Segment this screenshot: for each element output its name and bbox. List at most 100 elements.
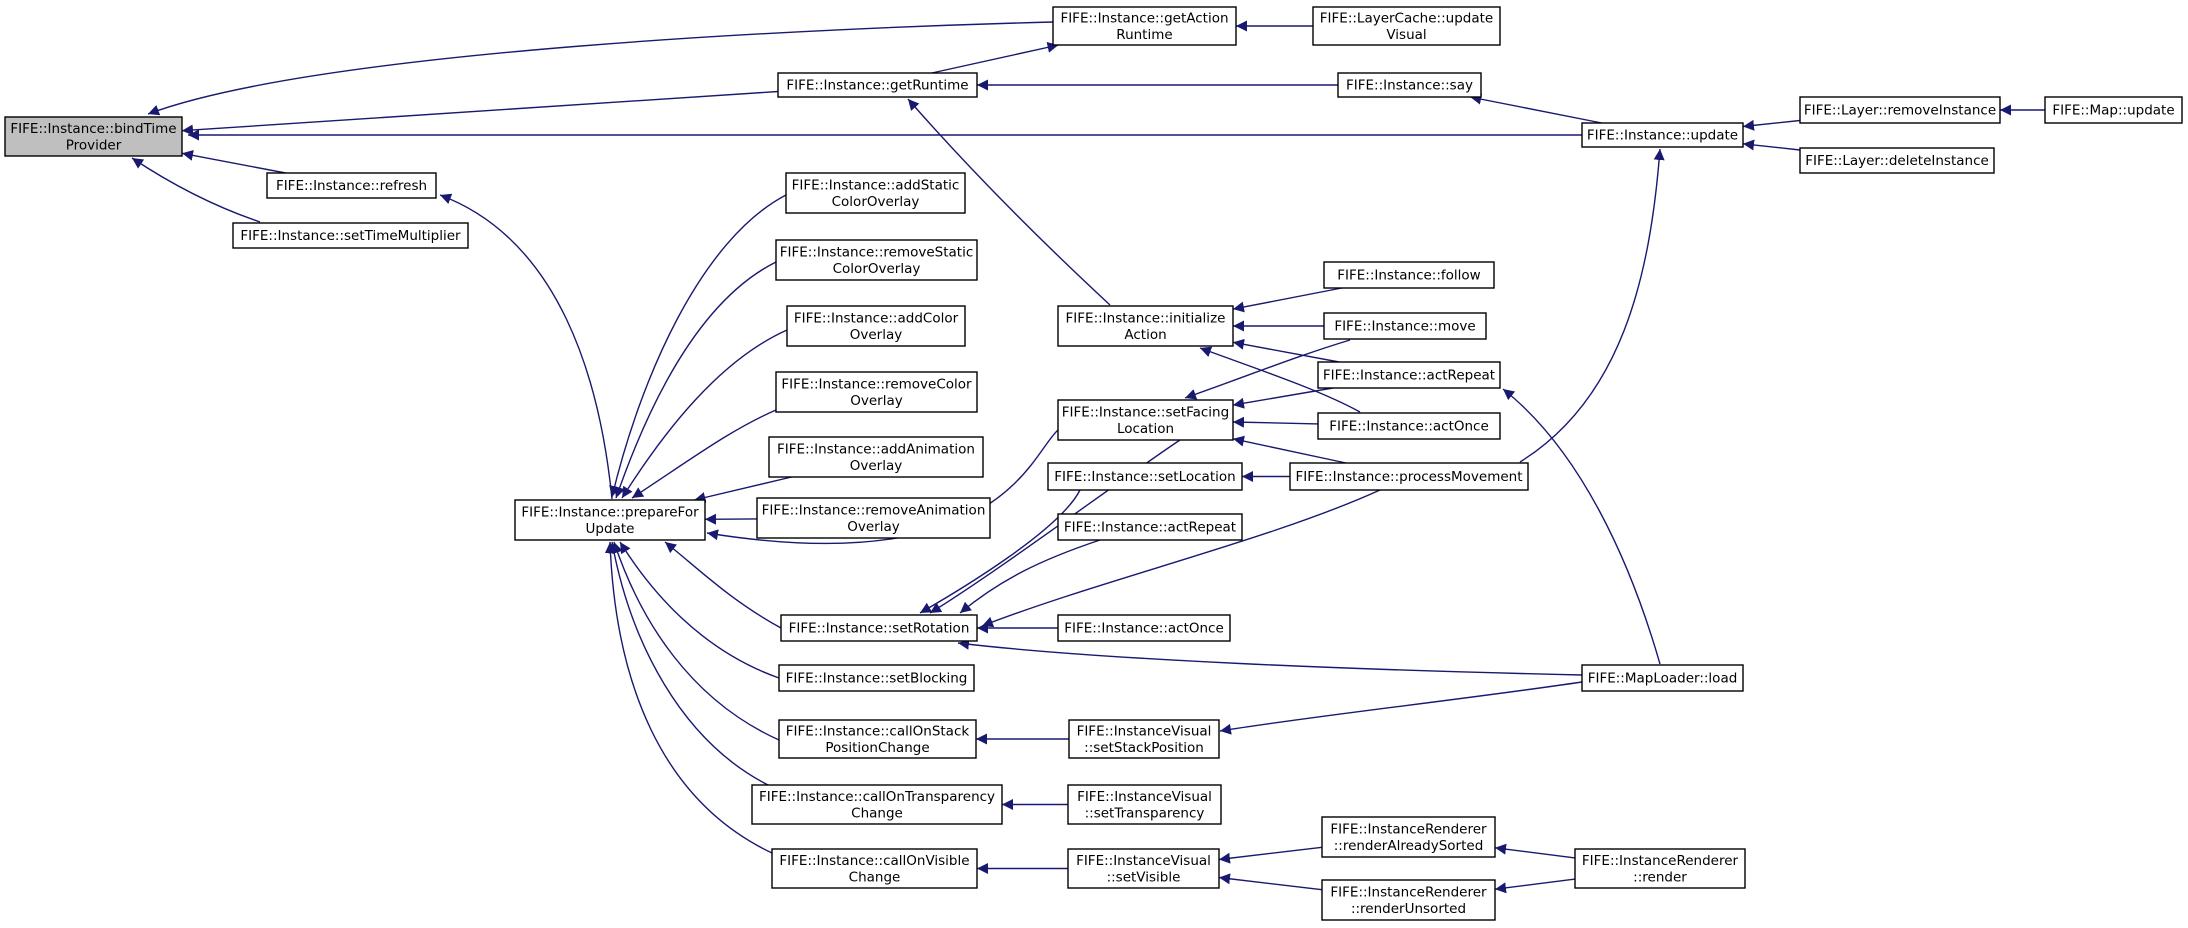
edge-actOnce1-to-initializeAction — [1199, 346, 1361, 413]
edge-arrow — [612, 541, 780, 741]
node-box — [1057, 305, 1234, 347]
node-setTimeMultiplier[interactable]: FIFE::Instance::setTimeMultiplier — [232, 222, 469, 249]
edge-arrow — [619, 541, 780, 679]
node-label-line: PositionChange — [825, 740, 929, 756]
edge-initializeAction-to-getRuntime — [907, 98, 1111, 306]
node-label-line: ::setVisible — [1107, 870, 1181, 886]
node-box — [1067, 784, 1222, 825]
edge-render-to-renderAlreadySorted — [1494, 843, 1576, 859]
node-box — [751, 784, 1003, 825]
node-processMovement[interactable]: FIFE::Instance::processMovement — [1289, 462, 1529, 491]
node-getRuntime[interactable]: FIFE::Instance::getRuntime — [777, 72, 978, 98]
node-label-line: FIFE::Instance::follow — [1337, 268, 1480, 284]
node-refresh[interactable]: FIFE::Instance::refresh — [266, 172, 437, 199]
node-setRotation[interactable]: FIFE::Instance::setRotation — [780, 614, 978, 642]
node-box — [1057, 614, 1231, 642]
node-label-line: FIFE::Instance::processMovement — [1295, 469, 1522, 485]
edge-arrow — [181, 90, 779, 136]
node-label-line: FIFE::Instance::getRuntime — [786, 78, 968, 94]
node-label-line: FIFE::Instance::addStatic — [792, 177, 960, 193]
node-mapUpdate[interactable]: FIFE::Map::update — [2044, 96, 2183, 124]
node-label-line: FIFE::Instance::actRepeat — [1323, 368, 1495, 384]
node-label-line: FIFE::Instance::actOnce — [1064, 621, 1224, 637]
edge-setRotation-to-prepareForUpdate — [664, 541, 782, 629]
node-box — [1067, 848, 1220, 889]
node-renderAlreadySorted[interactable]: FIFE::InstanceRenderer::renderAlreadySor… — [1321, 816, 1496, 858]
edge-arrow — [1742, 119, 1801, 131]
node-render[interactable]: FIFE::InstanceRenderer::render — [1574, 848, 1746, 889]
edge-removeStaticColorOverlay-to-prepareForUpdate — [614, 261, 777, 499]
node-setTransparency[interactable]: FIFE::InstanceVisual::setTransparency — [1067, 784, 1222, 825]
node-label-line: ::render — [1633, 870, 1687, 886]
node-setStackPosition[interactable]: FIFE::InstanceVisual::setStackPosition — [1068, 719, 1220, 759]
node-follow[interactable]: FIFE::Instance::follow — [1323, 261, 1495, 289]
node-setVisible[interactable]: FIFE::InstanceVisual::setVisible — [1067, 848, 1220, 889]
node-label-line: FIFE::Instance::prepareFor — [521, 505, 699, 521]
node-box — [1317, 361, 1501, 389]
node-label-line: FIFE::Instance::addAnimation — [777, 441, 975, 457]
node-box — [778, 664, 975, 692]
node-label-line: FIFE::InstanceVisual — [1076, 853, 1211, 869]
node-actOnce1[interactable]: FIFE::Instance::actOnce — [1317, 412, 1501, 440]
node-callOnStackPositionChange[interactable]: FIFE::Instance::callOnStackPositionChang… — [778, 719, 977, 759]
node-box — [771, 848, 978, 889]
node-label-line: FIFE::Instance::removeAnimation — [762, 503, 986, 519]
edge-processMovement-to-setRotation — [981, 489, 1381, 628]
node-label-line: FIFE::Instance::setTimeMultiplier — [240, 228, 461, 244]
edge-getRuntime-to-getActionRuntime — [931, 42, 1059, 74]
node-box — [785, 172, 966, 214]
node-box — [775, 371, 978, 413]
node-move[interactable]: FIFE::Instance::move — [1323, 312, 1487, 340]
edge-getRuntime-to-bindTimeProvider — [181, 90, 779, 136]
node-update[interactable]: FIFE::Instance::update — [1581, 122, 1744, 148]
node-setBlocking[interactable]: FIFE::Instance::setBlocking — [778, 664, 975, 692]
node-box — [1337, 72, 1482, 98]
node-label-line: FIFE::InstanceRenderer — [1330, 822, 1487, 838]
node-say[interactable]: FIFE::Instance::say — [1337, 72, 1482, 98]
node-box — [1312, 6, 1501, 46]
node-setLocation[interactable]: FIFE::Instance::setLocation — [1047, 462, 1243, 491]
node-label-line: FIFE::Instance::addColor — [794, 310, 959, 326]
nodes: FIFE::Instance::bindTimeProviderFIFE::In… — [4, 6, 2183, 921]
node-mapLoaderLoad[interactable]: FIFE::MapLoader::load — [1581, 664, 1744, 692]
edge-arrow — [907, 98, 1111, 306]
edge-prepareForUpdate-to-refresh — [439, 193, 613, 500]
node-label-line: Visual — [1386, 27, 1426, 43]
node-box — [1317, 412, 1501, 440]
node-label-line: FIFE::Instance::update — [1587, 128, 1738, 144]
node-label-line: Provider — [66, 137, 122, 153]
edge-callOnVisibleChange-to-prepareForUpdate — [604, 541, 773, 854]
node-box — [768, 436, 984, 478]
edge-arrow — [1218, 846, 1323, 864]
edge-arrow — [1232, 287, 1342, 313]
node-layerRemoveInstance[interactable]: FIFE::Layer::removeInstance — [1799, 96, 2001, 124]
edge-layerRemoveInstance-to-update — [1742, 119, 1801, 131]
node-actOnce2[interactable]: FIFE::Instance::actOnce — [1057, 614, 1231, 642]
node-box — [1581, 664, 1744, 692]
edge-render-to-renderUnsorted — [1494, 878, 1576, 894]
edge-setTimeMultiplier-to-bindTimeProvider — [131, 157, 261, 223]
node-actRepeat2[interactable]: FIFE::Instance::actRepeat — [1057, 513, 1243, 541]
node-box — [1289, 462, 1529, 491]
node-actRepeat1[interactable]: FIFE::Instance::actRepeat — [1317, 361, 1501, 389]
node-layerDeleteInstance[interactable]: FIFE::Layer::deleteInstance — [1799, 147, 1995, 174]
node-label-line: Overlay — [850, 393, 902, 409]
edge-move-to-setFacingLocation — [1184, 339, 1351, 400]
node-label-line: FIFE::Instance::getAction — [1060, 10, 1228, 26]
node-renderUnsorted[interactable]: FIFE::InstanceRenderer::renderUnsorted — [1321, 879, 1496, 921]
edge-arrow — [1232, 435, 1347, 464]
